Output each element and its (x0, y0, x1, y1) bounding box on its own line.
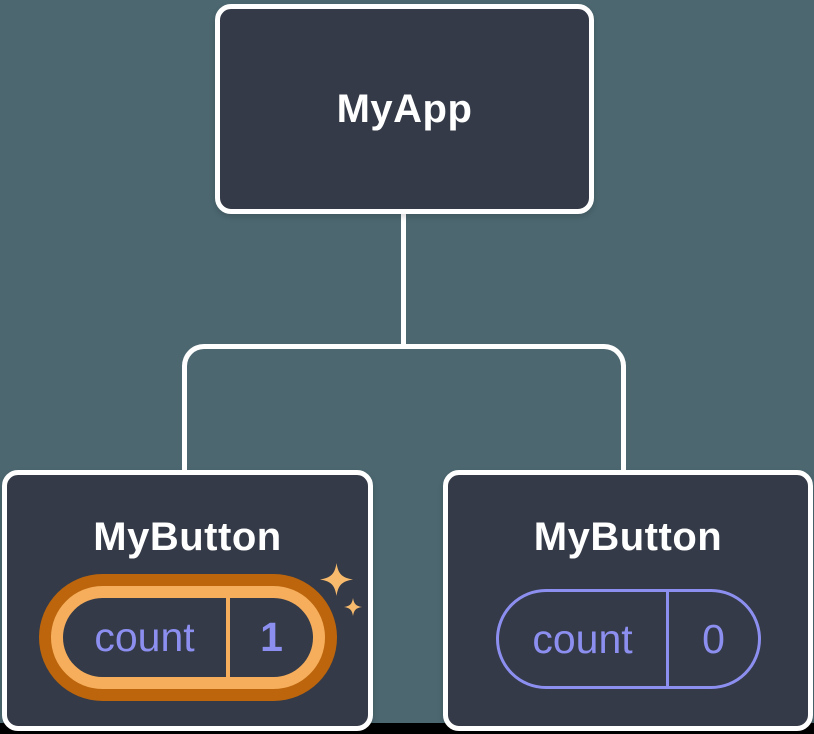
state-pill-body: count 1 (63, 598, 313, 677)
component-node-myapp: MyApp (215, 4, 594, 214)
state-name: count (532, 615, 633, 662)
state-pill-highlighted: count 1 (39, 574, 337, 701)
state-value: 0 (702, 615, 725, 662)
component-label: MyApp (336, 87, 473, 131)
state-value: 1 (260, 614, 283, 660)
sparkle-icon (320, 563, 353, 596)
component-node-mybutton-right: MyButton count 0 (443, 470, 813, 731)
component-label: MyButton (93, 515, 282, 559)
state-pill-divider (666, 592, 669, 686)
state-pill: count 0 (496, 589, 761, 689)
state-name: count (94, 614, 195, 660)
component-label: MyButton (533, 515, 723, 559)
tree-connector-bracket (182, 344, 626, 470)
state-pill-glow-ring: count 1 (51, 586, 325, 689)
component-node-mybutton-left: MyButton count 1 (2, 470, 373, 731)
tree-connector-stem (401, 212, 406, 348)
state-pill-divider (226, 598, 230, 677)
sparkle-icon (344, 598, 362, 616)
